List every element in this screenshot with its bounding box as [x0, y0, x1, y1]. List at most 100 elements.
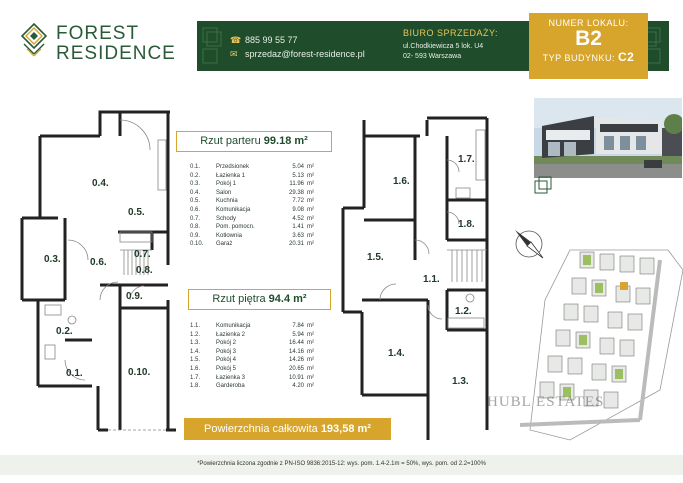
brand-name-line1: FOREST [56, 23, 140, 44]
diamond-logo-icon [20, 22, 48, 57]
room-name: Łazienka 1 [216, 172, 246, 179]
plan-label-1-1: 1.1. [423, 274, 440, 285]
room-num: 0.7. [190, 215, 201, 222]
building-type-row: TYP BUDYNKU: C2 [529, 50, 648, 64]
plan-label-0-10: 0.10. [128, 367, 151, 378]
room-unit: m² [307, 189, 314, 196]
contact-email-row: ✉sprzedaz@forest-residence.pl [230, 47, 365, 61]
room-area: 1.41 [292, 224, 304, 231]
room-area: 7.84 [292, 323, 304, 329]
plan-label-1-3: 1.3. [452, 376, 469, 387]
contact-email[interactable]: sprzedaz@forest-residence.pl [245, 49, 365, 59]
room-unit: m² [307, 198, 314, 205]
sales-office-title: BIURO SPRZEDAŻY: [403, 28, 499, 38]
room-num: 0.2. [190, 172, 201, 179]
room-unit: m² [307, 206, 314, 213]
plan-label-1-8: 1.8. [458, 219, 475, 230]
contact-phone[interactable]: 885 99 55 77 [245, 35, 298, 45]
room-area: 5.04 [292, 164, 304, 170]
sales-office-address-line1: ul.Chodkiewicza 5 lok. U4 [403, 43, 484, 50]
room-area: 10.91 [288, 374, 304, 381]
total-area-label: Powierzchnia całkowita [204, 423, 318, 435]
room-unit: m² [307, 323, 314, 329]
room-unit: m² [307, 181, 314, 188]
room-name: Schody [216, 215, 237, 222]
room-area: 4.20 [292, 383, 304, 390]
room-name: Pokój 3 [216, 348, 237, 355]
room-area: 4.52 [292, 215, 304, 222]
room-unit: m² [307, 224, 314, 231]
decorative-frame-icon [534, 176, 552, 194]
room-num: 1.3. [190, 340, 201, 347]
room-num: 1.6. [190, 365, 201, 372]
room-unit: m² [307, 365, 314, 372]
plan-label-0-2: 0.2. [56, 326, 73, 337]
room-num: 0.5. [190, 198, 201, 205]
brand-logo: FOREST RESIDENCE [20, 22, 180, 66]
room-name: Kuchnia [216, 198, 238, 205]
room-num: 0.6. [190, 206, 201, 213]
site-map [519, 249, 683, 441]
room-name: Łazienka 2 [216, 331, 246, 338]
room-area: 14.16 [288, 348, 304, 355]
area-footnote: *Powierzchnia liczona zgodnie z PN-ISO 9… [197, 461, 486, 467]
sales-office: BIURO SPRZEDAŻY: ul.Chodkiewicza 5 lok. … [403, 28, 498, 62]
room-name: Pokój 1 [216, 181, 237, 188]
unit-number: B2 [575, 27, 602, 50]
decorative-frame-icon [202, 27, 222, 64]
contact-info: ☎885 99 55 77 ✉sprzedaz@forest-residence… [230, 33, 365, 61]
room-unit: m² [307, 348, 314, 355]
room-unit: m² [307, 331, 314, 338]
room-area: 20.31 [288, 241, 304, 248]
contact-phone-row: ☎885 99 55 77 [230, 33, 365, 47]
ground-floor-area: 99.18 m² [263, 135, 308, 147]
room-name: Komunikacja [216, 206, 251, 213]
room-name: Garaż [216, 241, 233, 248]
plan-label-0-5: 0.5. [128, 207, 145, 218]
phone-icon: ☎ [230, 35, 242, 45]
room-num: 1.7. [190, 374, 201, 381]
compass-icon [515, 230, 544, 259]
room-name: Pokój 5 [216, 365, 237, 372]
plan-label-1-7: 1.7. [458, 154, 475, 165]
brand-name: FOREST RESIDENCE [56, 24, 176, 64]
room-unit: m² [307, 215, 314, 222]
room-area: 29.38 [288, 189, 304, 196]
total-area-value: 193,58 m² [320, 423, 371, 435]
room-name: Garderoba [216, 383, 245, 390]
room-num: 1.2. [190, 331, 201, 338]
room-name: Kotłownia [216, 232, 243, 239]
plan-label-1-6: 1.6. [393, 176, 410, 187]
room-area: 9.08 [292, 206, 304, 213]
room-num: 1.8. [190, 383, 201, 390]
first-floor-area: 94.4 m² [268, 293, 307, 305]
plan-label-0-7: 0.7. [134, 249, 151, 260]
plan-label-1-4: 1.4. [388, 348, 405, 359]
room-num: 1.4. [190, 348, 201, 355]
room-unit: m² [307, 164, 314, 170]
plan-label-0-8: 0.8. [136, 265, 153, 276]
room-unit: m² [307, 340, 314, 347]
building-type-label: TYP BUDYNKU: [542, 53, 615, 63]
room-name: Pokój 4 [216, 357, 237, 364]
room-unit: m² [307, 241, 314, 248]
room-num: 1.5. [190, 357, 201, 364]
footer-bar [0, 455, 683, 475]
room-unit: m² [307, 383, 314, 390]
plan-label-0-1: 0.1. [66, 368, 83, 379]
plan-label-1-5: 1.5. [367, 252, 384, 263]
